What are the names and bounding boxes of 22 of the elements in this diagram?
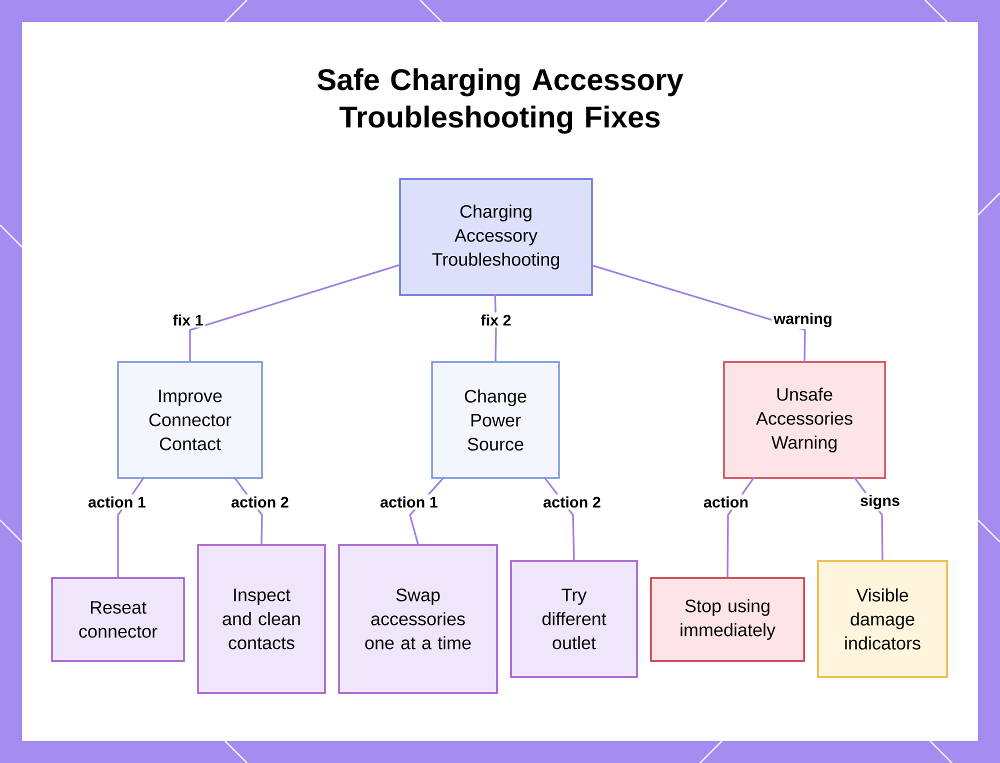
edge-label: action [701, 494, 751, 510]
edge-label: action 1 [378, 494, 440, 510]
edge-label: action 2 [229, 494, 291, 510]
process-box: Unsafe Accessories Warning [723, 361, 886, 479]
process-box: Improve Connector Contact [117, 361, 263, 479]
process-box: Try different outlet [510, 560, 638, 678]
process-box: Reseat connector [51, 577, 185, 662]
process-box: Change Power Source [431, 361, 560, 479]
connector [590, 264, 806, 362]
edge-label: action 1 [86, 494, 148, 510]
process-box: Stop using immediately [650, 577, 805, 662]
edge-label: action 2 [541, 494, 603, 510]
edge-label: fix 2 [478, 312, 514, 328]
edge-label: fix 1 [170, 312, 206, 328]
title: Safe Charging Accessory Troubleshooting Fixes [317, 68, 684, 134]
process-box: Visible damage indicators [817, 560, 948, 678]
process-box: Charging Accessory Troubleshooting [399, 178, 593, 296]
process-box: Swap accessories one at a time [338, 544, 498, 694]
edge-label: warning [772, 310, 834, 330]
connector [189, 264, 400, 362]
edge-label: signs [858, 492, 902, 512]
process-box: Inspect and clean contacts [197, 544, 326, 694]
